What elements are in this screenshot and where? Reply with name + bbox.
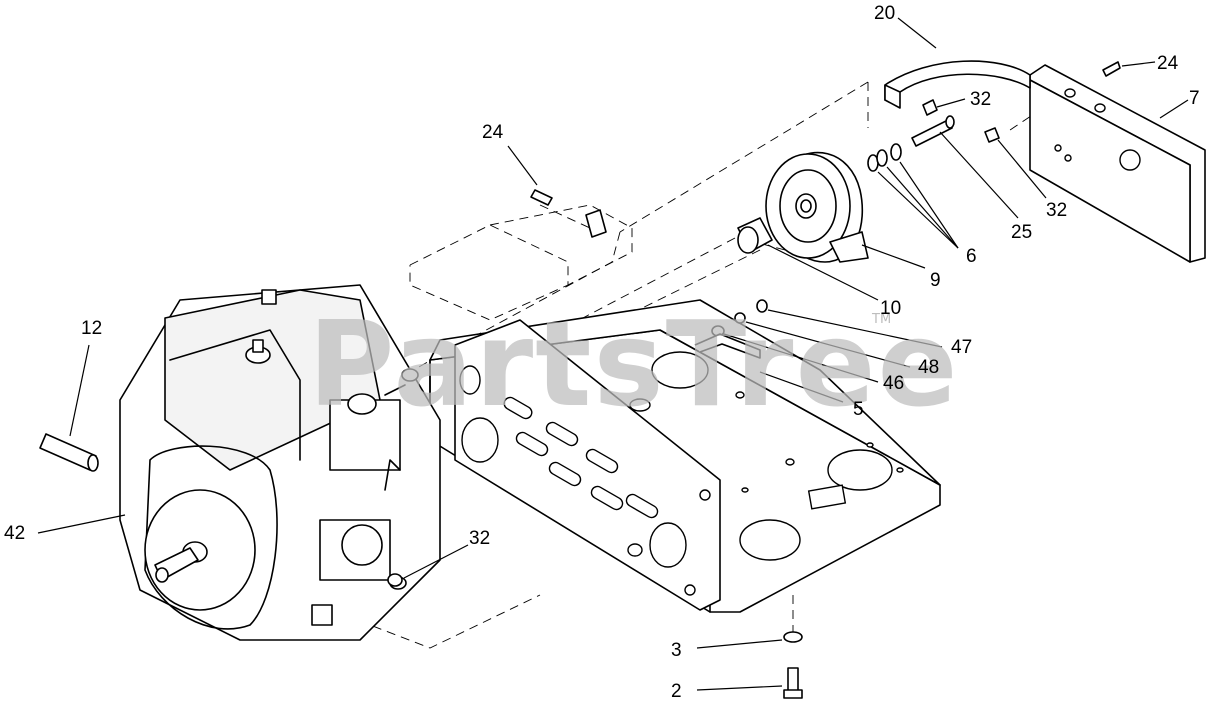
- callout-20: 20: [874, 3, 895, 24]
- spacer-bushing: [737, 217, 773, 254]
- washer-3: [783, 631, 803, 643]
- clutch-mount-bracket: [1029, 64, 1206, 263]
- callout-42: 42: [4, 523, 25, 544]
- clip-5: [694, 333, 761, 359]
- phantom-bracket: [409, 204, 633, 321]
- watermark-trademark: TM: [871, 312, 891, 327]
- nut-32-bottom: [387, 573, 403, 587]
- callout-24: 24: [1157, 53, 1179, 74]
- fuel-hose: [39, 433, 99, 472]
- callout-46: 46: [883, 373, 904, 394]
- callout-47: 47: [951, 337, 972, 358]
- callout-9: 9: [930, 270, 941, 291]
- hardware: [387, 61, 1121, 699]
- callout-32: 32: [1046, 200, 1067, 221]
- bolt-2: [787, 667, 799, 693]
- callout-3: 3: [671, 640, 682, 661]
- watermark-brand: PartsTree: [308, 295, 960, 433]
- watermark: PartsTree TM: [308, 295, 960, 433]
- clutch-bolt: [911, 115, 955, 147]
- callout-2: 2: [671, 681, 682, 702]
- washer-stack: [867, 143, 902, 172]
- callout-24: 24: [482, 122, 504, 143]
- callout-25: 25: [1011, 222, 1032, 243]
- callout-labels: 20 24 7 32 24 32 25 6 9 10 47 48 46 5 12…: [4, 3, 1200, 702]
- callout-48: 48: [918, 357, 939, 378]
- lockwasher-48: [734, 312, 746, 324]
- bolt-24-left: [530, 189, 553, 206]
- callout-5: 5: [853, 399, 864, 420]
- nut-32-right: [984, 127, 1000, 143]
- support-strap: [884, 60, 1031, 109]
- callout-7: 7: [1189, 88, 1200, 109]
- bracket-tab: [585, 209, 607, 238]
- callout-32: 32: [970, 89, 991, 110]
- pto-clutch: [765, 151, 869, 263]
- engine-deck-plate: [429, 299, 941, 613]
- engine-assembly: [119, 284, 441, 641]
- leader-lines: [37, 17, 1189, 691]
- callout-32: 32: [469, 528, 490, 549]
- callout-6: 6: [966, 246, 977, 267]
- callout-12: 12: [81, 318, 102, 339]
- bolt-47: [756, 299, 768, 313]
- nut-32-top: [922, 99, 938, 116]
- bolt-24-top: [1102, 61, 1121, 77]
- callout-10: 10: [880, 298, 901, 319]
